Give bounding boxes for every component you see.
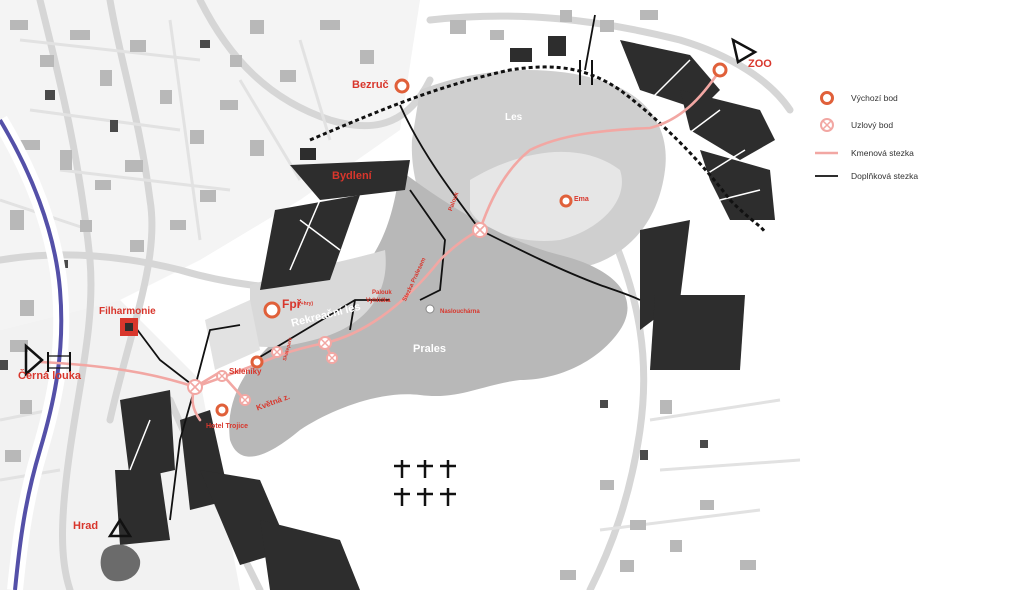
- park-entrance: [205, 300, 260, 370]
- node-point-palouk-icon[interactable]: [472, 222, 488, 238]
- label-zoo: ZOO: [748, 58, 772, 70]
- naslouchatrna-point-icon[interactable]: [425, 304, 435, 314]
- legend-main-trail-label: Kmenová stezka: [851, 148, 914, 158]
- hrad-building: [100, 544, 141, 582]
- label-cerna-louka: Černá louka: [18, 370, 81, 382]
- legend-node-point-icon: [820, 118, 834, 132]
- prales-area: [229, 170, 628, 457]
- dark-zones: [115, 36, 775, 590]
- cerna-louka-triangle-icon: [24, 343, 44, 377]
- label-skleniky: Skleníky: [229, 367, 262, 376]
- label-bydleni: Bydlení: [332, 170, 372, 182]
- label-hrad: Hrad: [73, 520, 99, 532]
- label-bezruc: Bezruč: [352, 79, 389, 91]
- label-naslouchatrna: Naslouchárna: [440, 309, 480, 315]
- node-points: [187, 222, 488, 406]
- start-point-hotel-icon[interactable]: [215, 403, 229, 417]
- river: [0, 118, 64, 590]
- start-point-skleniky-icon[interactable]: [250, 355, 264, 369]
- node-point-small-icon[interactable]: [326, 352, 338, 364]
- streets: [0, 19, 801, 532]
- legend-main-trail: Kmenová stezka: [845, 143, 914, 163]
- hrad-triangle-icon: [107, 517, 133, 538]
- city-buildings: [5, 10, 756, 580]
- legend-symbols: [815, 91, 838, 177]
- node-point-entrance-icon[interactable]: [187, 379, 203, 395]
- start-point-bezruc-icon[interactable]: [394, 78, 410, 94]
- label-fpr-note: (+hry): [299, 301, 314, 307]
- bridges: [47, 60, 593, 372]
- label-les: Les: [505, 112, 523, 123]
- start-point-zoo-icon[interactable]: [712, 62, 728, 78]
- legend-side-trail: Doplňková stezka: [845, 166, 918, 186]
- park-boundary: [309, 65, 767, 233]
- label-palouk-2: Palouk: [372, 290, 392, 296]
- zoo-triangle-icon: [731, 37, 758, 64]
- node-point-rekreacni-icon[interactable]: [318, 336, 332, 350]
- legend-start-point-label: Výchozí bod: [851, 93, 898, 103]
- start-point-ema-icon[interactable]: [559, 194, 573, 208]
- legend-side-trail-label: Doplňková stezka: [851, 171, 919, 181]
- bridge-deck: [48, 355, 70, 369]
- label-filharmonie: Filharmonie: [99, 306, 156, 317]
- legend-start-point-icon: [820, 91, 834, 105]
- label-hotel-trojice: Hotel Trojice: [206, 423, 249, 430]
- label-prales: Prales: [413, 343, 447, 355]
- legend-start-point: Výchozí bod: [845, 88, 898, 108]
- legend-node-point: Uzlový bod: [845, 115, 893, 135]
- label-vyhlidka: Vyhlídka: [366, 298, 391, 304]
- label-fpr: Fpř: [282, 297, 302, 311]
- label-ema: Ema: [574, 196, 589, 203]
- start-points: [215, 62, 728, 417]
- legend-node-point-label: Uzlový bod: [851, 120, 894, 130]
- zone-dividers: [129, 59, 761, 471]
- node-point-hotel-icon[interactable]: [216, 370, 228, 382]
- side-trails: [129, 14, 641, 521]
- node-point-kvetna-icon[interactable]: [239, 394, 251, 406]
- node-point-skatepark-icon[interactable]: [271, 346, 283, 358]
- start-point-fpr-icon[interactable]: [263, 301, 281, 319]
- cemetery-crosses-icon: [394, 460, 456, 506]
